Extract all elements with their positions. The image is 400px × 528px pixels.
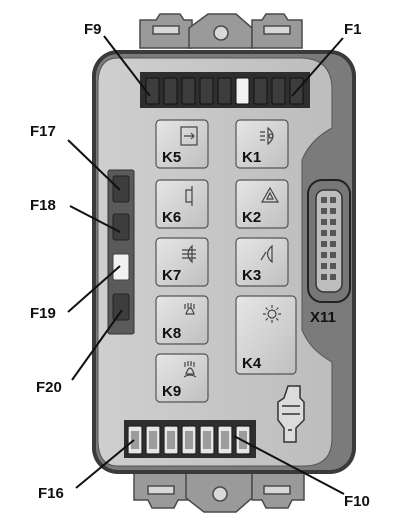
relay-k8: K8: [155, 295, 209, 345]
callout-f9: F9: [84, 21, 102, 38]
bottom-fuse-blade: [149, 431, 157, 449]
relay-k7: K7: [155, 237, 209, 287]
callout-f10: F10: [344, 493, 370, 510]
fog-lamp-icon: [182, 244, 196, 264]
connector-pin: [321, 274, 327, 280]
callout-f16: F16: [38, 485, 64, 502]
high-beam-icon: [260, 244, 273, 264]
top-fuse-row: [140, 72, 310, 108]
connector-pin: [330, 274, 336, 280]
callout-f19: F19: [30, 305, 56, 322]
low-beam-icon: [184, 303, 195, 315]
bottom-fuse-row: [124, 420, 256, 458]
relay-k4: K4: [235, 295, 297, 375]
relay-label: K5: [162, 149, 181, 166]
connector-pin: [330, 197, 336, 203]
connector-pin: [321, 230, 327, 236]
connector-pin: [330, 263, 336, 269]
top-fuse: [181, 77, 196, 105]
connector-pin: [321, 252, 327, 258]
relay-k1: K1: [235, 119, 289, 169]
heated-rear-window-icon: [180, 126, 198, 146]
hazard-warning-icon: [260, 186, 280, 203]
connector-pin: [330, 252, 336, 258]
connector-pin: [330, 219, 336, 225]
relay-label: K9: [162, 383, 181, 400]
relay-label: K8: [162, 325, 181, 342]
callout-f18: F18: [30, 197, 56, 214]
top-fuse: [235, 77, 250, 105]
horn-icon: [185, 186, 193, 206]
relay-label: K2: [242, 209, 261, 226]
connector-pin: [321, 263, 327, 269]
connector-pin: [321, 208, 327, 214]
fuse-f19: [112, 253, 130, 281]
bottom-fuse-blade: [221, 431, 229, 449]
top-fuse: [163, 77, 178, 105]
top-mounting-tabs: [139, 13, 303, 49]
callout-f1: F1: [344, 21, 362, 38]
top-fuse: [145, 77, 160, 105]
fuse-f17: [112, 175, 130, 203]
connector-pin: [330, 208, 336, 214]
connector-pin: [321, 219, 327, 225]
top-fuse: [271, 77, 286, 105]
left-fuse-strip: [107, 169, 135, 335]
headlamp-icon: [260, 126, 274, 146]
bottom-fuse-blade: [185, 431, 193, 449]
x11-label: X11: [310, 309, 336, 326]
connector-pin: [321, 197, 327, 203]
connector-pin: [330, 241, 336, 247]
fuse-f18: [112, 213, 130, 241]
plug-icon: [277, 385, 305, 443]
interior-light-icon: [263, 305, 281, 323]
bottom-fuse-blade: [203, 431, 211, 449]
relay-k6: K6: [155, 179, 209, 229]
callout-f20: F20: [36, 379, 62, 396]
relay-k3: K3: [235, 237, 289, 287]
top-fuse: [217, 77, 232, 105]
relay-label: K6: [162, 209, 181, 226]
connector-pin: [330, 230, 336, 236]
rear-fog-lamp-icon: [183, 361, 197, 378]
relay-label: K4: [242, 355, 262, 372]
relay-label: K3: [242, 267, 261, 284]
fuse-f20: [112, 293, 130, 321]
relay-k9: K9: [155, 353, 209, 403]
relay-k5: K5: [155, 119, 209, 169]
leader-lines: [67, 35, 345, 495]
callout-f17: F17: [30, 123, 56, 140]
relay-label: K1: [242, 149, 261, 166]
bottom-mounting-tabs: [133, 471, 305, 513]
relay-k2: K2: [235, 179, 289, 229]
x11-connector: [307, 179, 351, 303]
top-fuse: [199, 77, 214, 105]
connector-pin: [321, 241, 327, 247]
bottom-fuse-blade: [167, 431, 175, 449]
bottom-fuse-blade: [131, 431, 139, 449]
relay-label: K7: [162, 267, 181, 284]
top-fuse: [253, 77, 268, 105]
